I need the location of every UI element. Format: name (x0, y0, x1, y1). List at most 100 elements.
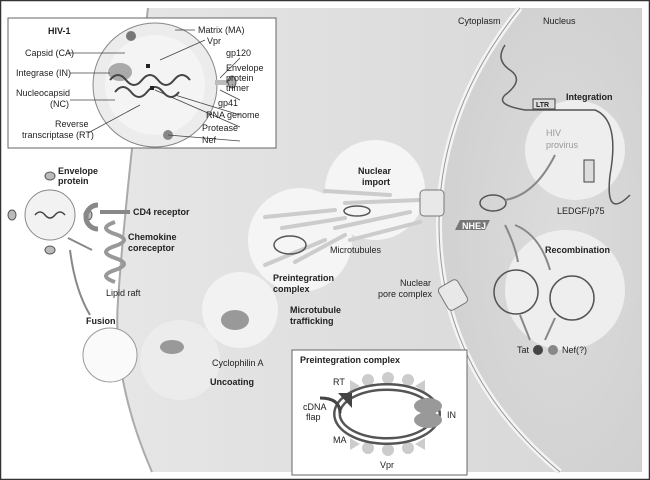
label-pic-ma: MA (333, 435, 347, 445)
nhej-tag (455, 220, 490, 230)
fusion-arrow (69, 249, 91, 316)
label-flap: flap (306, 412, 321, 422)
label-mt-trafficking: Microtubule (290, 305, 341, 315)
tat-dot (533, 345, 543, 355)
label-gp120: gp120 (226, 48, 251, 58)
label-cytoplasm: Cytoplasm (458, 16, 501, 26)
label-cd4: CD4 receptor (133, 207, 190, 217)
label-ledgf: LEDGF/p75 (557, 206, 605, 216)
cd4-receptor (83, 202, 99, 232)
two-ltr-circle (493, 269, 539, 315)
label-pic-vpr: Vpr (380, 460, 394, 470)
label-nuclear-import-2: import (362, 177, 390, 187)
label-cyclophilin: Cyclophilin A (212, 358, 264, 368)
matrix-dot (126, 31, 136, 41)
label-ltr-1: LTR (536, 102, 549, 109)
label-recombination: Recombination (545, 245, 610, 255)
label-uncoating: Uncoating (210, 377, 254, 387)
trafficking-bubble (202, 272, 278, 348)
label-fusion: Fusion (86, 316, 116, 326)
nhej-arrow (504, 224, 519, 263)
vpr-dots (362, 372, 414, 456)
uncoating-core (160, 340, 184, 354)
label-matrix: Matrix (MA) (198, 25, 245, 35)
label-provirus: provirus (546, 140, 579, 150)
label-nef: Nef (202, 135, 217, 145)
chemokine-coreceptor (104, 220, 126, 284)
microtubules (263, 189, 422, 267)
label-reverse: Reverse (55, 119, 89, 129)
label-integration: Integration (566, 92, 613, 102)
label-pic-2: complex (273, 284, 310, 294)
label-integrase: Integrase (IN) (16, 68, 71, 78)
label-nuclear-pore: Nuclear (400, 278, 431, 288)
pic-bubble (248, 188, 352, 292)
pic-ring-import (343, 205, 371, 217)
one-ltr-circle (549, 275, 595, 321)
ltr-box-2 (583, 159, 595, 183)
label-protein: protein (226, 73, 254, 83)
label-nuclear-pore-2: pore complex (378, 289, 433, 299)
label-pic-in: IN (447, 410, 456, 420)
pic-ring (273, 235, 307, 255)
integration-arrow (504, 154, 556, 201)
label-microtubules: Microtubules (330, 245, 382, 255)
in-blob-1 (414, 398, 442, 414)
label-rna: RNA genome (206, 110, 260, 120)
label-nef-nucleus: Nef(?) (562, 345, 587, 355)
label-nucleocapsid: Nucleocapsid (16, 88, 70, 98)
virion-core (105, 35, 205, 135)
hiv-leaders (68, 29, 241, 142)
attach-arrow (67, 237, 93, 251)
fusion-vesicle (82, 327, 138, 383)
label-protease: Protease (202, 123, 238, 133)
rt-marker (338, 393, 352, 408)
label-mt-trafficking-2: trafficking (290, 316, 334, 326)
label-envelope-protein: Envelope (58, 166, 98, 176)
label-pic: Preintegration (273, 273, 334, 283)
tat-arrow-2 (544, 317, 556, 341)
integration-bubble (525, 100, 625, 200)
label-capsid: Capsid (CA) (25, 48, 74, 58)
recombination-bubble (505, 230, 625, 350)
nef-dot-nucleus (548, 345, 558, 355)
label-nc: (NC) (50, 99, 69, 109)
recombination-arrow (514, 224, 551, 271)
ma-triangles (350, 380, 425, 450)
in-blob-2 (414, 412, 442, 428)
label-envelope: Envelope (226, 63, 264, 73)
nuclear-pore-top (419, 189, 445, 217)
trafficking-core (221, 310, 249, 330)
nuclear-pic-ring (479, 194, 507, 212)
label-vpr: Vpr (207, 36, 221, 46)
label-nucleus: Nucleus (543, 16, 576, 26)
gp41-stalk (215, 80, 229, 85)
protease-square (150, 86, 154, 90)
pic-title: Preintegration complex (300, 355, 400, 365)
vpr-square (146, 64, 150, 68)
ltr-box-1 (532, 98, 556, 110)
label-pic-rt: RT (333, 377, 345, 387)
tat-arrow-1 (519, 314, 531, 341)
attaching-virion (24, 189, 76, 241)
label-cdna: cDNA (303, 402, 327, 412)
rna-genome-2 (114, 86, 180, 98)
label-hiv: HIV (546, 128, 561, 138)
label-chemokine: Chemokine (128, 232, 177, 242)
nuclear-pore-bottom (437, 279, 469, 311)
cdna-flap (319, 396, 342, 414)
envelope-trimer (227, 75, 237, 89)
rna-genome (109, 74, 191, 86)
label-gp41: gp41 (218, 98, 238, 108)
uncoating-bubble (140, 320, 220, 400)
label-nuclear-import: Nuclear (358, 166, 392, 176)
label-trimer: trimer (226, 83, 249, 93)
label-envelope-protein-2: protein (58, 176, 89, 186)
virion-genome (34, 211, 66, 219)
label-rt: transcriptase (RT) (22, 130, 94, 140)
label-lipid-raft: Lipid raft (106, 288, 141, 298)
nuclear-envelope-line (438, 7, 561, 473)
label-nhej: NHEJ (462, 221, 486, 231)
